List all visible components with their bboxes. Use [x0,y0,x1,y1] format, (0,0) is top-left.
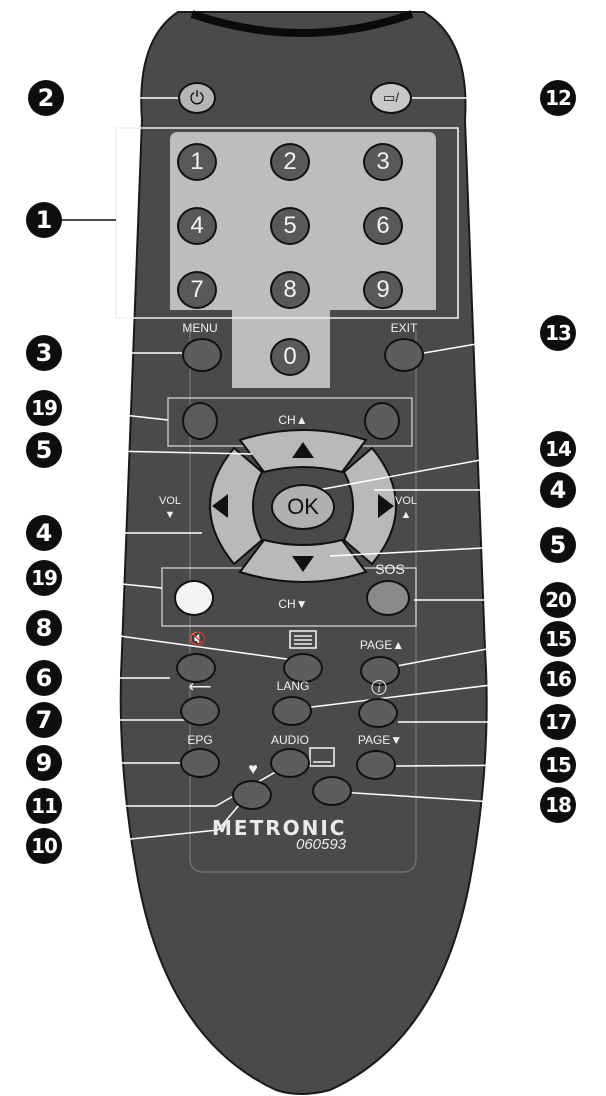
dpad-left [209,446,264,566]
callout-ok: 14 [540,431,576,467]
vol-right-label: VOL [394,495,418,507]
callout-ch-down: 5 [540,527,576,563]
audio-label: AUDIO [270,733,310,747]
callout-epg: 9 [26,745,62,781]
callout-page-up: 15 [540,621,576,657]
brand-logo: METRONIC [212,816,347,840]
vol-left-arrow: ▼ [164,509,176,521]
sos-label: SOS [375,561,405,577]
ch-up-label: CH▲ [278,413,308,427]
subtitle-button[interactable] [312,776,352,806]
lang-button[interactable] [272,696,312,726]
key-0[interactable]: 0 [270,338,310,376]
callout-tv-radio: 12 [540,80,576,116]
key-4[interactable]: 4 [177,207,217,245]
callout-keypad: 1 [26,202,62,238]
callout-audio: 11 [26,788,62,824]
key-8[interactable]: 8 [270,271,310,309]
exit-label: EXIT [390,321,418,335]
key-5[interactable]: 5 [270,207,310,245]
mute-button[interactable] [176,653,216,683]
callout-power: 2 [28,80,64,116]
audio-button[interactable] [270,748,310,778]
callout-color-top: 19 [26,390,62,426]
epg-label: EPG [187,733,213,747]
callout-exit: 13 [540,315,576,351]
lang-label: LANG [276,679,310,693]
power-button[interactable]: ⏻ [178,82,216,114]
exit-button[interactable] [384,338,424,372]
tv-radio-icon: ▭/ [383,90,399,105]
epg-button[interactable] [180,748,220,778]
white-color-button[interactable] [174,580,214,616]
info-button[interactable] [358,698,398,728]
key-3[interactable]: 3 [363,143,403,181]
ch-down-label: CH▼ [278,597,308,611]
callout-sos: 20 [540,582,576,618]
callout-mute: 6 [26,660,62,696]
callout-teletext: 8 [26,610,62,646]
callout-lang: 16 [540,661,576,697]
color-button-right[interactable] [364,402,400,440]
page-down-button[interactable] [356,750,396,780]
menu-button[interactable] [182,338,222,372]
info-icon: i [371,680,387,695]
subtitle-icon [309,747,335,767]
front-panel-outline [189,330,417,873]
callout-subtitle: 18 [540,787,576,823]
heart-icon: ♥ [248,761,258,778]
menu-label: MENU [182,321,218,335]
callout-color-bottom: 19 [26,560,62,596]
vol-right-arrow: ▲ [400,509,412,521]
keypad-bracket [115,127,459,319]
power-icon: ⏻ [189,87,205,108]
key-1[interactable]: 1 [177,143,217,181]
page-down-label: PAGE▼ [357,733,403,747]
callout-vol-left: 4 [26,515,62,551]
teletext-icon [289,630,317,649]
ok-button[interactable]: OK [271,484,335,530]
key-6[interactable]: 6 [363,207,403,245]
key-2[interactable]: 2 [270,143,310,181]
key-7[interactable]: 7 [177,271,217,309]
teletext-button[interactable] [283,653,323,683]
page-up-label: PAGE▲ [359,638,405,652]
callout-ch-up: 5 [26,432,62,468]
callout-favorite: 10 [26,828,62,864]
model-number: 060593 [296,836,347,853]
sos-button[interactable] [366,580,410,616]
callout-info: 17 [540,704,576,740]
callout-menu: 3 [26,335,62,371]
mute-icon: 🔇 [189,631,207,646]
callout-page-down: 15 [540,747,576,783]
callout-vol-right: 4 [540,472,576,508]
callout-back: 7 [26,702,62,738]
favorite-button[interactable] [232,780,272,810]
top-cable-arc [190,10,414,37]
dpad-right [342,446,397,566]
back-button[interactable] [180,696,220,726]
color-button-left[interactable] [182,402,218,440]
vol-left-label: VOL [158,495,182,507]
tv-radio-switch-button[interactable]: ▭/ [370,82,412,114]
back-arrow-icon: ⟵ [188,679,212,696]
keypad-panel [170,132,436,388]
key-9[interactable]: 9 [363,271,403,309]
